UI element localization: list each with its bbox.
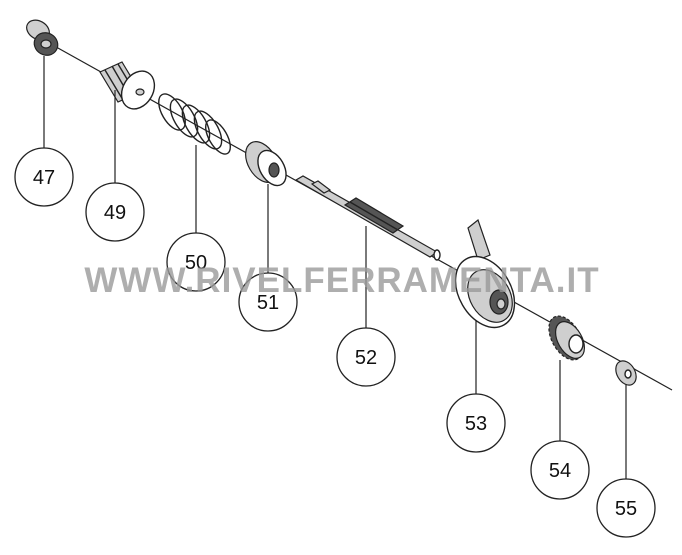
part-52-shaft <box>294 175 441 261</box>
part-54-gear <box>548 315 586 361</box>
callout-49-label: 49 <box>104 202 126 224</box>
callout-49: 49 <box>85 182 145 242</box>
callout-50-label: 50 <box>185 252 207 274</box>
part-49-sleeve <box>99 61 156 110</box>
callout-54: 54 <box>530 440 590 500</box>
callout-55-label: 55 <box>615 498 637 520</box>
callout-53: 53 <box>446 393 506 453</box>
part-51-clutch-hub <box>245 141 287 187</box>
part-47-bearing <box>26 19 59 56</box>
callout-52-label: 52 <box>355 347 377 369</box>
callout-51: 51 <box>238 272 298 332</box>
callout-53-label: 53 <box>465 413 487 435</box>
watermark: WWW.RIVELFERRAMENTA.IT <box>84 261 599 300</box>
callout-54-label: 54 <box>549 460 571 482</box>
part-53-housing <box>454 218 516 329</box>
callout-55: 55 <box>596 478 656 538</box>
part-50-spring <box>158 93 231 155</box>
callout-51-label: 51 <box>257 292 279 314</box>
callout-50: 50 <box>166 232 226 292</box>
callout-47-label: 47 <box>33 167 55 189</box>
callout-52: 52 <box>336 327 396 387</box>
part-55-washer <box>615 360 637 386</box>
callout-47: 47 <box>14 147 74 207</box>
